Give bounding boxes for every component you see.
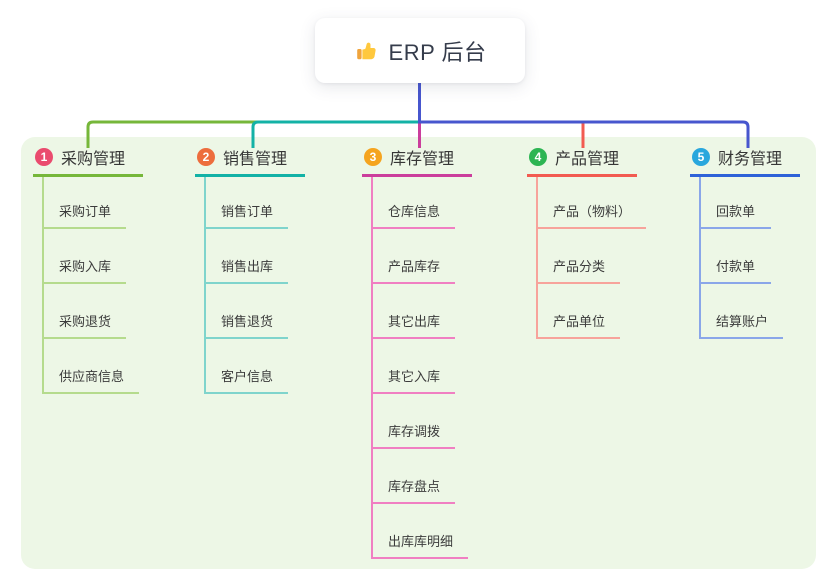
leaf-node[interactable]: 产品（物料） bbox=[538, 177, 647, 229]
leaf-node[interactable]: 仓库信息 bbox=[373, 177, 456, 229]
branch-children: 仓库信息 产品库存 其它出库 其它入库 库存调拨 库存盘点 出库库明细 bbox=[371, 177, 469, 559]
branch-node[interactable]: 3 库存管理 bbox=[362, 146, 472, 177]
branch-children: 回款单 付款单 结算账户 bbox=[699, 177, 784, 339]
branch-children: 产品（物料） 产品分类 产品单位 bbox=[536, 177, 647, 339]
branch-number-badge: 2 bbox=[197, 147, 215, 166]
leaf-node[interactable]: 产品分类 bbox=[538, 229, 621, 284]
leaf-node[interactable]: 付款单 bbox=[701, 229, 771, 284]
leaf-node[interactable]: 出库库明细 bbox=[373, 504, 469, 559]
root-title: ERP 后台 bbox=[388, 39, 487, 65]
branch-children: 销售订单 销售出库 销售退货 客户信息 bbox=[204, 177, 289, 394]
leaf-node[interactable]: 产品单位 bbox=[538, 284, 621, 339]
leaf-node[interactable]: 供应商信息 bbox=[44, 339, 140, 394]
leaf-node[interactable]: 销售退货 bbox=[206, 284, 289, 339]
branch-title: 库存管理 bbox=[390, 150, 455, 168]
branch-sales: 2 销售管理 销售订单 销售出库 销售退货 客户信息 bbox=[195, 146, 305, 394]
leaf-node[interactable]: 结算账户 bbox=[701, 284, 784, 339]
leaf-node[interactable]: 采购订单 bbox=[44, 177, 127, 229]
branch-number-badge: 5 bbox=[692, 147, 710, 166]
branch-children: 采购订单 采购入库 采购退货 供应商信息 bbox=[42, 177, 140, 394]
branch-number-badge: 3 bbox=[364, 147, 382, 166]
branch-inventory: 3 库存管理 仓库信息 产品库存 其它出库 其它入库 库存调拨 库存盘点 出库库… bbox=[362, 146, 472, 559]
leaf-node[interactable]: 采购退货 bbox=[44, 284, 127, 339]
branches-panel bbox=[21, 137, 816, 569]
leaf-node[interactable]: 销售订单 bbox=[206, 177, 289, 229]
branch-title: 财务管理 bbox=[718, 150, 783, 168]
branch-title: 产品管理 bbox=[555, 150, 620, 168]
leaf-node[interactable]: 其它出库 bbox=[373, 284, 456, 339]
branch-number-badge: 1 bbox=[35, 147, 53, 166]
branch-title: 销售管理 bbox=[223, 150, 288, 168]
leaf-node[interactable]: 销售出库 bbox=[206, 229, 289, 284]
branch-number-badge: 4 bbox=[529, 147, 547, 166]
leaf-node[interactable]: 其它入库 bbox=[373, 339, 456, 394]
branch-purchase: 1 采购管理 采购订单 采购入库 采购退货 供应商信息 bbox=[33, 146, 143, 394]
branch-node[interactable]: 4 产品管理 bbox=[527, 146, 637, 177]
leaf-node[interactable]: 产品库存 bbox=[373, 229, 456, 284]
leaf-node[interactable]: 库存调拨 bbox=[373, 394, 456, 449]
branch-node[interactable]: 2 销售管理 bbox=[195, 146, 305, 177]
branch-node[interactable]: 5 财务管理 bbox=[690, 146, 800, 177]
branch-node[interactable]: 1 采购管理 bbox=[33, 146, 143, 177]
branch-title: 采购管理 bbox=[61, 150, 126, 168]
branch-finance: 5 财务管理 回款单 付款单 结算账户 bbox=[690, 146, 800, 339]
root-node[interactable]: ERP 后台 bbox=[315, 18, 525, 83]
branch-product: 4 产品管理 产品（物料） 产品分类 产品单位 bbox=[527, 146, 647, 339]
leaf-node[interactable]: 回款单 bbox=[701, 177, 771, 229]
leaf-node[interactable]: 库存盘点 bbox=[373, 449, 456, 504]
leaf-node[interactable]: 采购入库 bbox=[44, 229, 127, 284]
thumbs-up-icon bbox=[354, 39, 378, 63]
leaf-node[interactable]: 客户信息 bbox=[206, 339, 289, 394]
